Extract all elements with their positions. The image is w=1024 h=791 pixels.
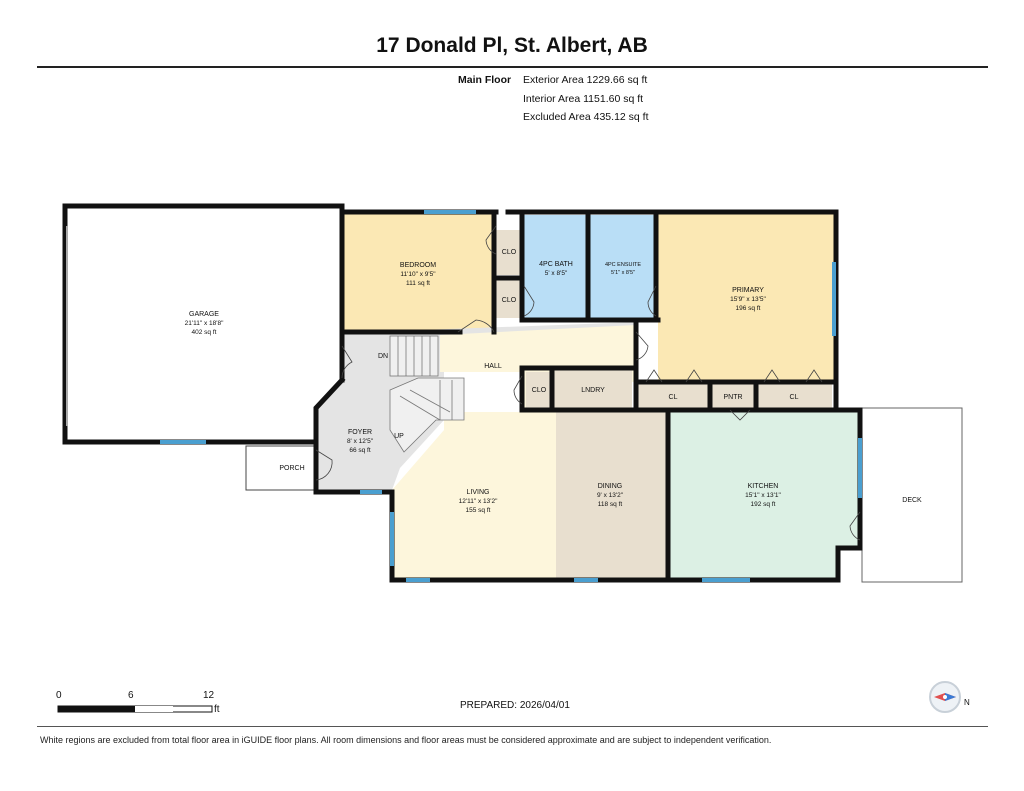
bedroom-area: 111 sq ft [406, 280, 430, 287]
cl-label-1: CL [669, 394, 678, 401]
excluded-area: Excluded Area 435.12 sq ft [523, 111, 649, 123]
area-summary: Exterior Area 1229.66 sq ft Interior Are… [523, 71, 649, 127]
compass-north-label: N [964, 698, 970, 707]
dining-dims: 9' x 13'2" [597, 492, 624, 499]
bedroom-room [343, 213, 493, 331]
primary-room [658, 213, 834, 381]
dining-label: DINING [598, 483, 623, 490]
up-label: UP [394, 433, 404, 440]
scale-tick-0: 0 [56, 690, 62, 701]
interior-area: Interior Area 1151.60 sq ft [523, 92, 644, 105]
scale-tick-12: 12 [203, 690, 215, 701]
stairs [389, 335, 465, 453]
primary-dims: 15'9" x 13'5" [730, 296, 766, 303]
scale-bar [57, 705, 213, 713]
prepared-date: PREPARED: 2026/04/01 [460, 700, 570, 711]
kitchen-dims: 15'1" x 13'1" [745, 492, 781, 499]
doors [315, 225, 861, 541]
plan-title: 17 Donald Pl, St. Albert, AB [376, 34, 648, 57]
footer-rule [37, 726, 988, 727]
porch-label: PORCH [279, 465, 304, 472]
header-rule [37, 66, 988, 68]
closet-row [636, 383, 832, 409]
living-room [392, 412, 556, 578]
foyer-area: 66 sq ft [349, 447, 371, 454]
bedroom-label: BEDROOM [400, 262, 436, 269]
dining-room [556, 412, 668, 578]
primary-area: 196 sq ft [736, 305, 761, 312]
dining-area: 118 sq ft [598, 501, 623, 508]
scale-tick-6: 6 [128, 690, 134, 701]
compass-icon [929, 681, 961, 713]
clo-1 [496, 230, 522, 275]
ensuite-label: 4PC ENSUITE [605, 262, 641, 268]
clo-label-1: CLO [502, 249, 517, 256]
clo-label-2: CLO [502, 297, 517, 304]
garage-label: GARAGE [189, 311, 219, 318]
deck-area [861, 407, 963, 583]
scale-unit: ft [214, 704, 220, 715]
bath-room [524, 215, 588, 319]
ensuite-room [590, 215, 656, 319]
clo-2 [496, 280, 522, 318]
deck-label: DECK [902, 497, 922, 504]
lndry-label: LNDRY [581, 387, 605, 394]
primary-label: PRIMARY [732, 287, 764, 294]
clo-3 [526, 372, 552, 408]
living-dims: 12'11" x 13'2" [459, 498, 498, 505]
dn-label: DN [378, 353, 388, 360]
hall-label: HALL [484, 363, 502, 370]
bath-dims: 5' x 8'5" [545, 270, 568, 277]
windows [160, 210, 862, 582]
garage-dims: 21'11" x 18'8" [185, 320, 224, 327]
bath-label: 4PC BATH [539, 261, 573, 268]
kitchen-room [670, 410, 858, 578]
kitchen-label: KITCHEN [748, 483, 779, 490]
ensuite-dims: 5'1" x 8'5" [611, 270, 635, 276]
garage-area: 402 sq ft [192, 329, 217, 336]
pntr-label: PNTR [723, 394, 742, 401]
garage-room [65, 206, 342, 440]
cl-label-2: CL [790, 394, 799, 401]
foyer-label: FOYER [348, 429, 372, 436]
floor-label: Main Floor [458, 74, 512, 86]
foyer-dims: 8' x 12'5" [347, 438, 374, 445]
lndry-room [554, 368, 632, 410]
living-label: LIVING [467, 489, 490, 496]
clo-label-3: CLO [532, 387, 547, 394]
exterior-area: Exterior Area 1229.66 sq ft [523, 74, 648, 86]
kitchen-area: 192 sq ft [751, 501, 776, 508]
living-area: 155 sq ft [466, 507, 491, 514]
disclaimer-text: White regions are excluded from total fl… [40, 735, 772, 745]
bedroom-dims: 11'10" x 9'5" [400, 271, 436, 278]
